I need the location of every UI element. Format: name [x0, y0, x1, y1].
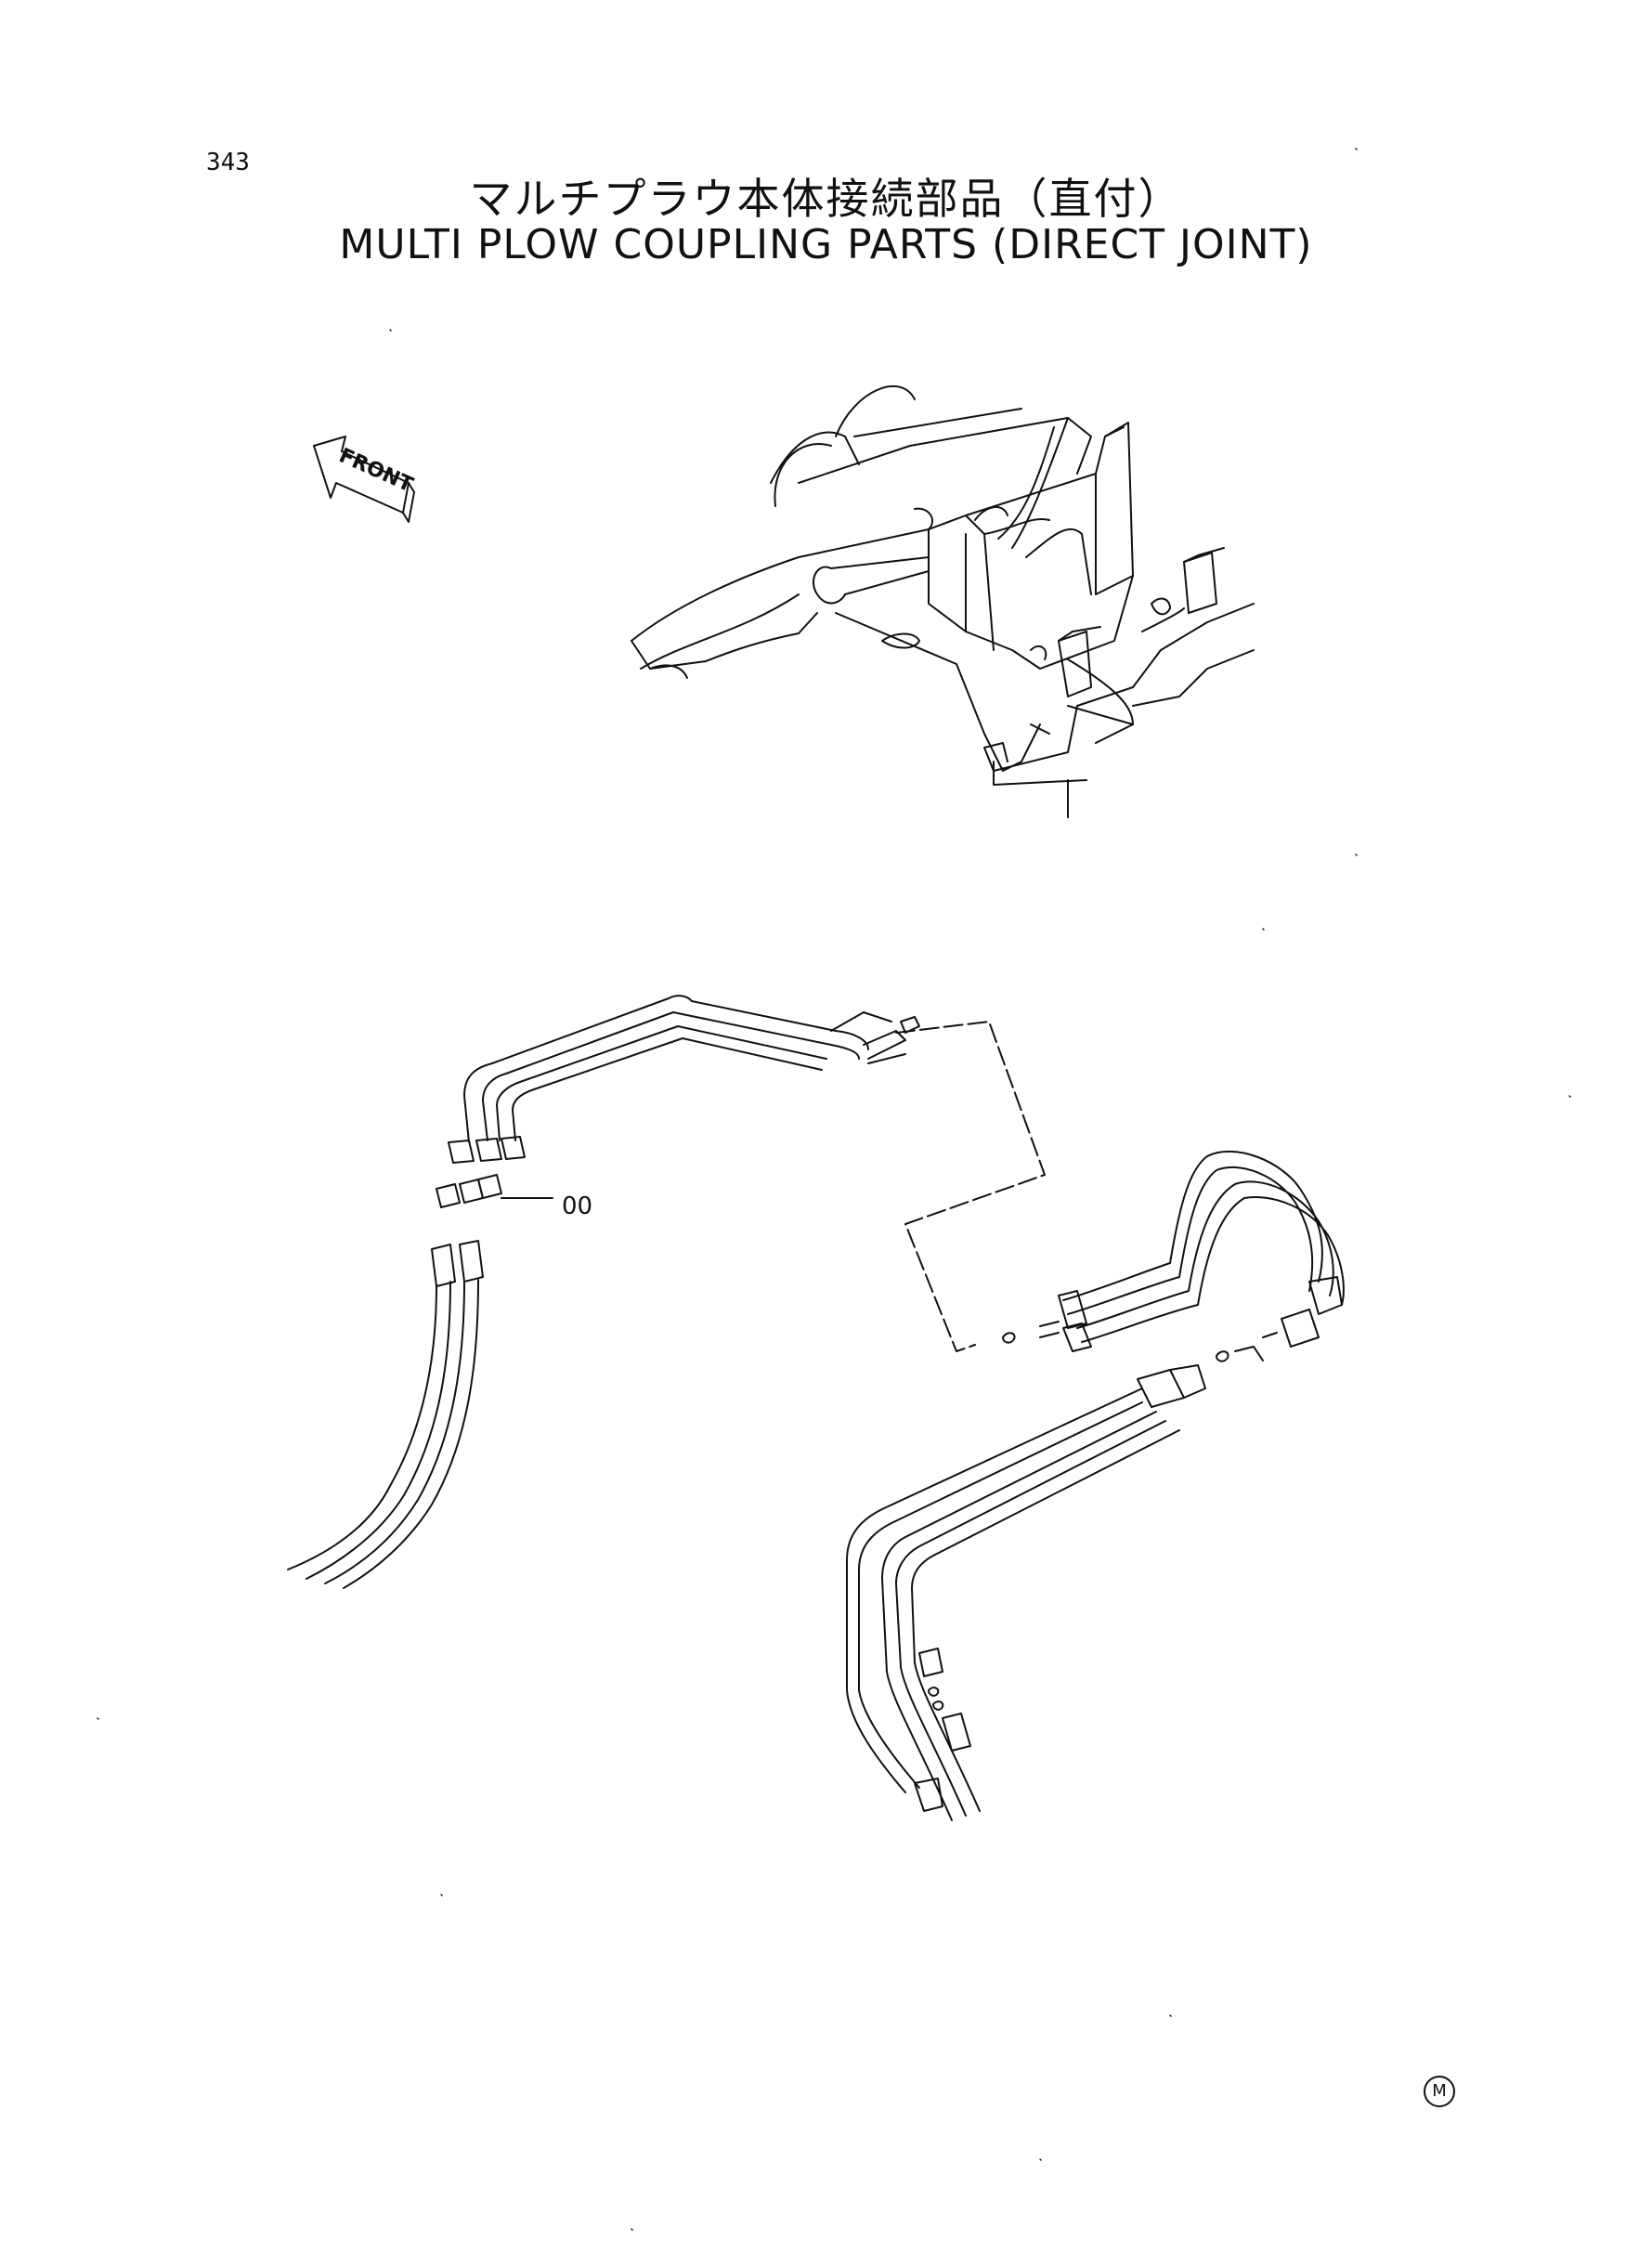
callout-box [895, 1021, 1046, 1352]
title-english: MULTI PLOW COUPLING PARTS (DIRECT JOINT) [339, 221, 1313, 268]
scan-dots [97, 148, 1571, 2231]
title-japanese: マルチプラウ本体接続部品（直付） [469, 174, 1183, 224]
right-hose-assembly [846, 1150, 1345, 1821]
left-pipe-assembly [287, 995, 920, 1589]
front-arrow-label: FRONT [335, 444, 416, 497]
part-reference-label: 00 [562, 1192, 593, 1220]
machine-body-illustration [631, 384, 1255, 818]
front-arrow-icon: FRONT [313, 436, 416, 523]
corner-mark-icon: M [1424, 2076, 1455, 2107]
page-number: 343 [206, 149, 250, 176]
